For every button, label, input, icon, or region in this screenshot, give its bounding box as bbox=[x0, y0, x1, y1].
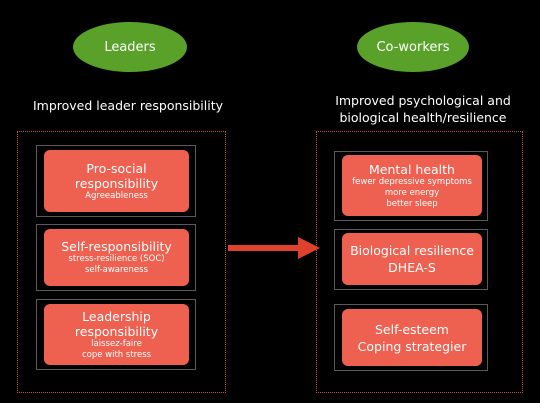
leaders-panel bbox=[17, 131, 226, 393]
coworkers-oval: Co-workers bbox=[357, 22, 469, 72]
coworkers-panel bbox=[316, 131, 523, 393]
box-line: better sleep bbox=[386, 198, 438, 209]
prosocial-responsibility-box: Pro-social responsibility Agreeableness bbox=[44, 150, 189, 212]
self-esteem-box: Self-esteem Coping strategier bbox=[342, 309, 482, 366]
box-line: more energy bbox=[384, 187, 440, 198]
self-responsibility-box: Self-responsibility stress-resilience (S… bbox=[44, 229, 189, 286]
box-title: Mental health bbox=[369, 161, 455, 177]
box-frame bbox=[334, 151, 488, 221]
mental-health-box: Mental health fewer depressive symptoms … bbox=[342, 155, 482, 216]
leadership-responsibility-box: Leadership responsibility laissez-faire … bbox=[44, 304, 189, 365]
biological-resilience-box: Biological resilience DHEA-S bbox=[342, 233, 482, 285]
box-title: Leadership responsibility bbox=[74, 308, 159, 339]
box-frame bbox=[36, 145, 196, 217]
box-line: cope with stress bbox=[81, 349, 152, 360]
leaders-heading: Improved leader responsibility bbox=[32, 98, 224, 113]
box-frame bbox=[334, 229, 488, 290]
leaders-oval-label: Leaders bbox=[104, 39, 156, 55]
box-line: Agreeableness bbox=[85, 190, 148, 201]
right-arrow-icon bbox=[228, 237, 320, 259]
box-frame bbox=[36, 299, 196, 370]
box-frame bbox=[36, 224, 196, 291]
box-line: DHEA-S bbox=[388, 260, 436, 275]
box-line: laissez-faire bbox=[91, 338, 142, 349]
box-line: stress-resilience (SOC) bbox=[68, 254, 165, 264]
box-title: Self-esteem bbox=[375, 321, 449, 337]
box-title: Self-responsibility bbox=[61, 239, 172, 254]
leaders-oval: Leaders bbox=[73, 22, 187, 72]
coworkers-oval-label: Co-workers bbox=[376, 39, 450, 55]
box-frame bbox=[334, 304, 488, 371]
box-title: Pro-social responsibility bbox=[74, 160, 159, 191]
box-line: Coping strategier bbox=[357, 338, 467, 354]
box-line: fewer depressive symptoms bbox=[352, 176, 472, 187]
box-title: Biological resilience bbox=[350, 243, 474, 258]
coworkers-heading: Improved psychological and biological he… bbox=[335, 93, 511, 125]
box-line: self-awareness bbox=[85, 265, 148, 275]
